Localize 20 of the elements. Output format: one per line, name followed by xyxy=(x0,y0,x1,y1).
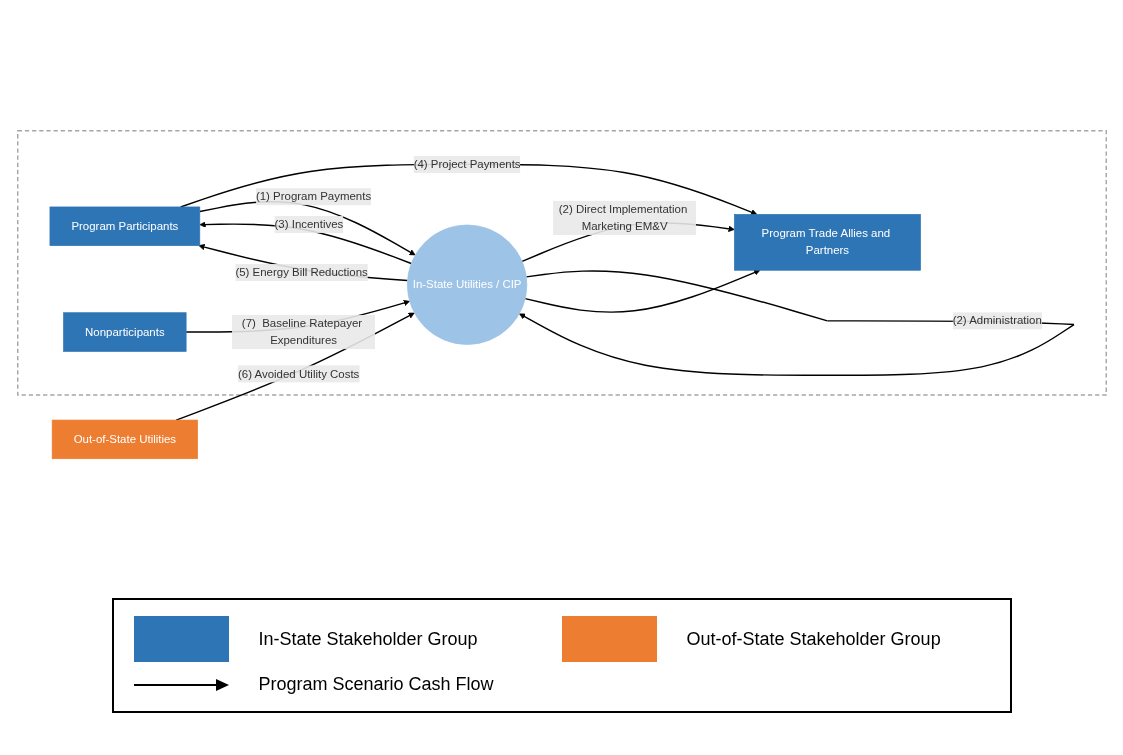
node-box: Program Participants xyxy=(49,206,200,247)
edge-label: (2) Direct Implementation Marketing EM&V xyxy=(558,203,687,233)
node-box: Nonparticipants xyxy=(62,312,186,352)
legend-text: In-State Stakeholder Group xyxy=(258,628,478,650)
node-box: Program Trade Allies and Partners xyxy=(733,214,921,271)
legend-text: Program Scenario Cash Flow xyxy=(258,674,494,695)
cluster xyxy=(16,130,1107,396)
arrow xyxy=(524,269,760,314)
edge-label: (6) Avoided Utility Costs xyxy=(237,367,359,380)
arrow xyxy=(198,244,408,282)
edge-label: (2) Administration xyxy=(952,314,1042,327)
arrow xyxy=(198,201,416,256)
edge-label: (3) Incentives xyxy=(274,218,343,231)
edge-label: (4) Project Payments xyxy=(413,158,521,171)
legend-text: Out-of-State Stakeholder Group xyxy=(686,628,941,650)
edge-label: (5) Energy Bill Reductions xyxy=(234,266,368,279)
node-circle: In-State Utilities / CIP xyxy=(406,224,527,346)
node-box: Out-of-State Utilities xyxy=(51,420,198,460)
edge-label: (7) Baseline Ratepayer Expenditures xyxy=(241,317,362,347)
edge-label: (1) Program Payments xyxy=(255,190,371,203)
